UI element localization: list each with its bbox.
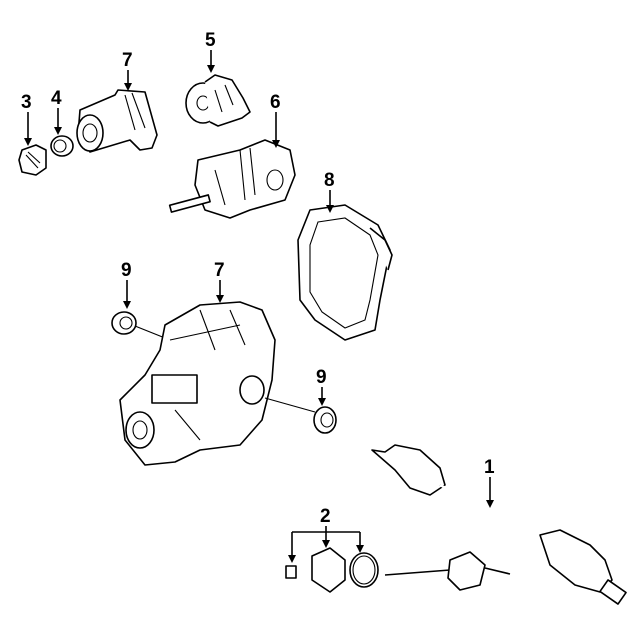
callout-9-left: 9 — [121, 260, 132, 309]
part-6-transfer-case[interactable] — [168, 139, 296, 219]
callout-7-top: 7 — [122, 50, 133, 91]
callout-9-right: 9 — [316, 367, 327, 406]
callout-1: 1 — [484, 457, 495, 508]
svg-text:7: 7 — [214, 260, 225, 281]
part-4-seal[interactable] — [50, 135, 74, 157]
callout-3: 3 — [21, 92, 32, 146]
svg-text:3: 3 — [21, 92, 32, 113]
part-9-seal-right[interactable] — [264, 397, 337, 434]
svg-text:2: 2 — [320, 506, 331, 527]
part-7-housing-top[interactable] — [76, 89, 158, 153]
svg-text:8: 8 — [324, 170, 335, 191]
part-8-cover[interactable] — [297, 204, 393, 341]
svg-text:7: 7 — [122, 50, 133, 71]
svg-text:4: 4 — [51, 88, 62, 109]
part-3-flange[interactable] — [18, 144, 47, 176]
svg-text:6: 6 — [270, 92, 281, 113]
svg-text:9: 9 — [121, 260, 132, 281]
part-7-housing-main[interactable] — [119, 301, 276, 466]
callout-8: 8 — [324, 170, 335, 213]
svg-text:9: 9 — [316, 367, 327, 388]
callout-4: 4 — [51, 88, 62, 135]
callout-7-main: 7 — [214, 260, 225, 303]
callout-5: 5 — [205, 30, 216, 73]
part-5-transfer-unit[interactable] — [185, 74, 251, 127]
part-1-axle-shaft[interactable] — [371, 444, 627, 605]
part-9-seal-left[interactable] — [111, 311, 166, 339]
svg-text:1: 1 — [484, 457, 495, 478]
callout-2: 2 — [288, 506, 364, 563]
svg-text:5: 5 — [205, 30, 216, 51]
callout-6: 6 — [270, 92, 281, 148]
part-2-boot-kit[interactable] — [285, 547, 511, 593]
